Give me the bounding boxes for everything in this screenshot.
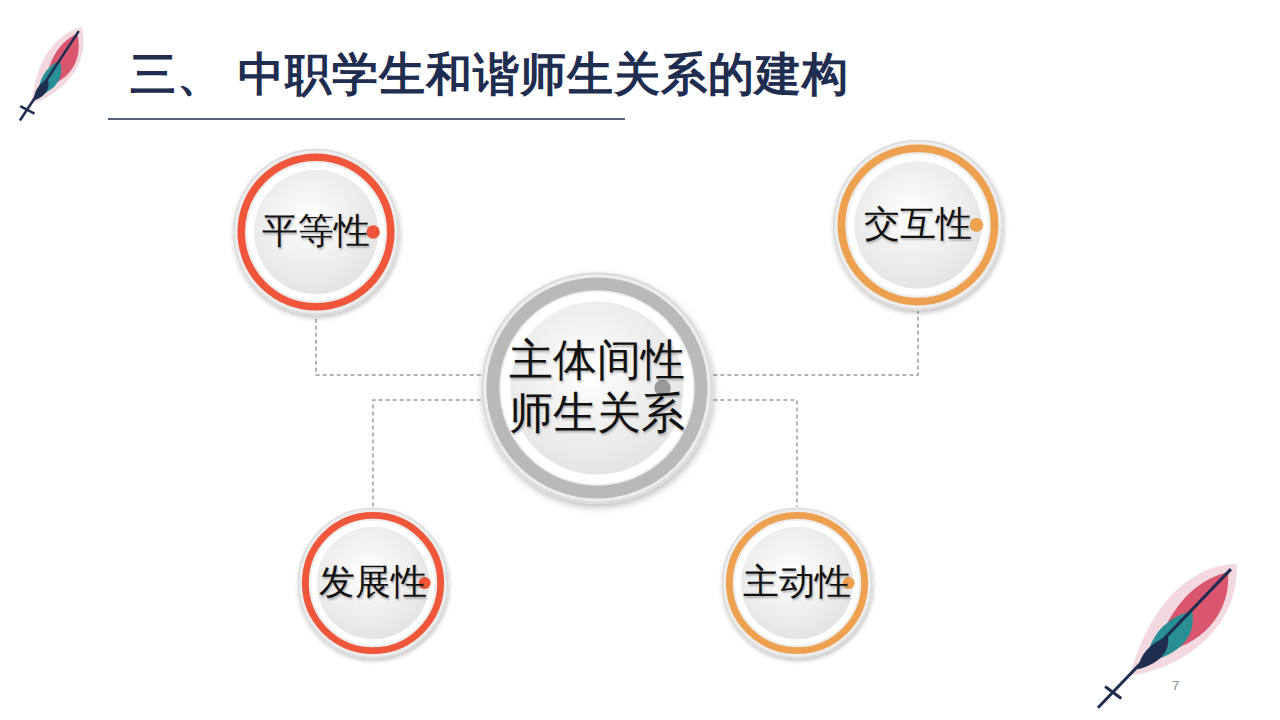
title-underline (108, 118, 625, 120)
feature-label: 发展性 (303, 561, 443, 604)
feather-icon (1078, 547, 1259, 720)
feature-label: 主动性 (727, 561, 867, 604)
circle-outline (480, 271, 714, 505)
dashed-connector (316, 316, 481, 375)
feature-circle: 平等性 (232, 148, 400, 316)
dashed-connector (373, 400, 481, 507)
dashed-connector (713, 400, 797, 507)
feature-label: 平等性 (246, 210, 386, 253)
center-circle: 主体间性 师生关系 (480, 271, 714, 505)
feather-icon (7, 19, 98, 130)
page-number: 7 (1172, 678, 1179, 693)
feature-circle: 主动性 (721, 507, 873, 659)
feature-circle: 交互性 (832, 139, 1004, 311)
feature-label: 交互性 (848, 203, 988, 246)
slide-title: 三、 中职学生和谐师生关系的建构 (130, 44, 849, 106)
feature-circle: 发展性 (297, 507, 449, 659)
dashed-connector (713, 311, 918, 375)
center-label: 主体间性 师生关系 (501, 335, 693, 441)
